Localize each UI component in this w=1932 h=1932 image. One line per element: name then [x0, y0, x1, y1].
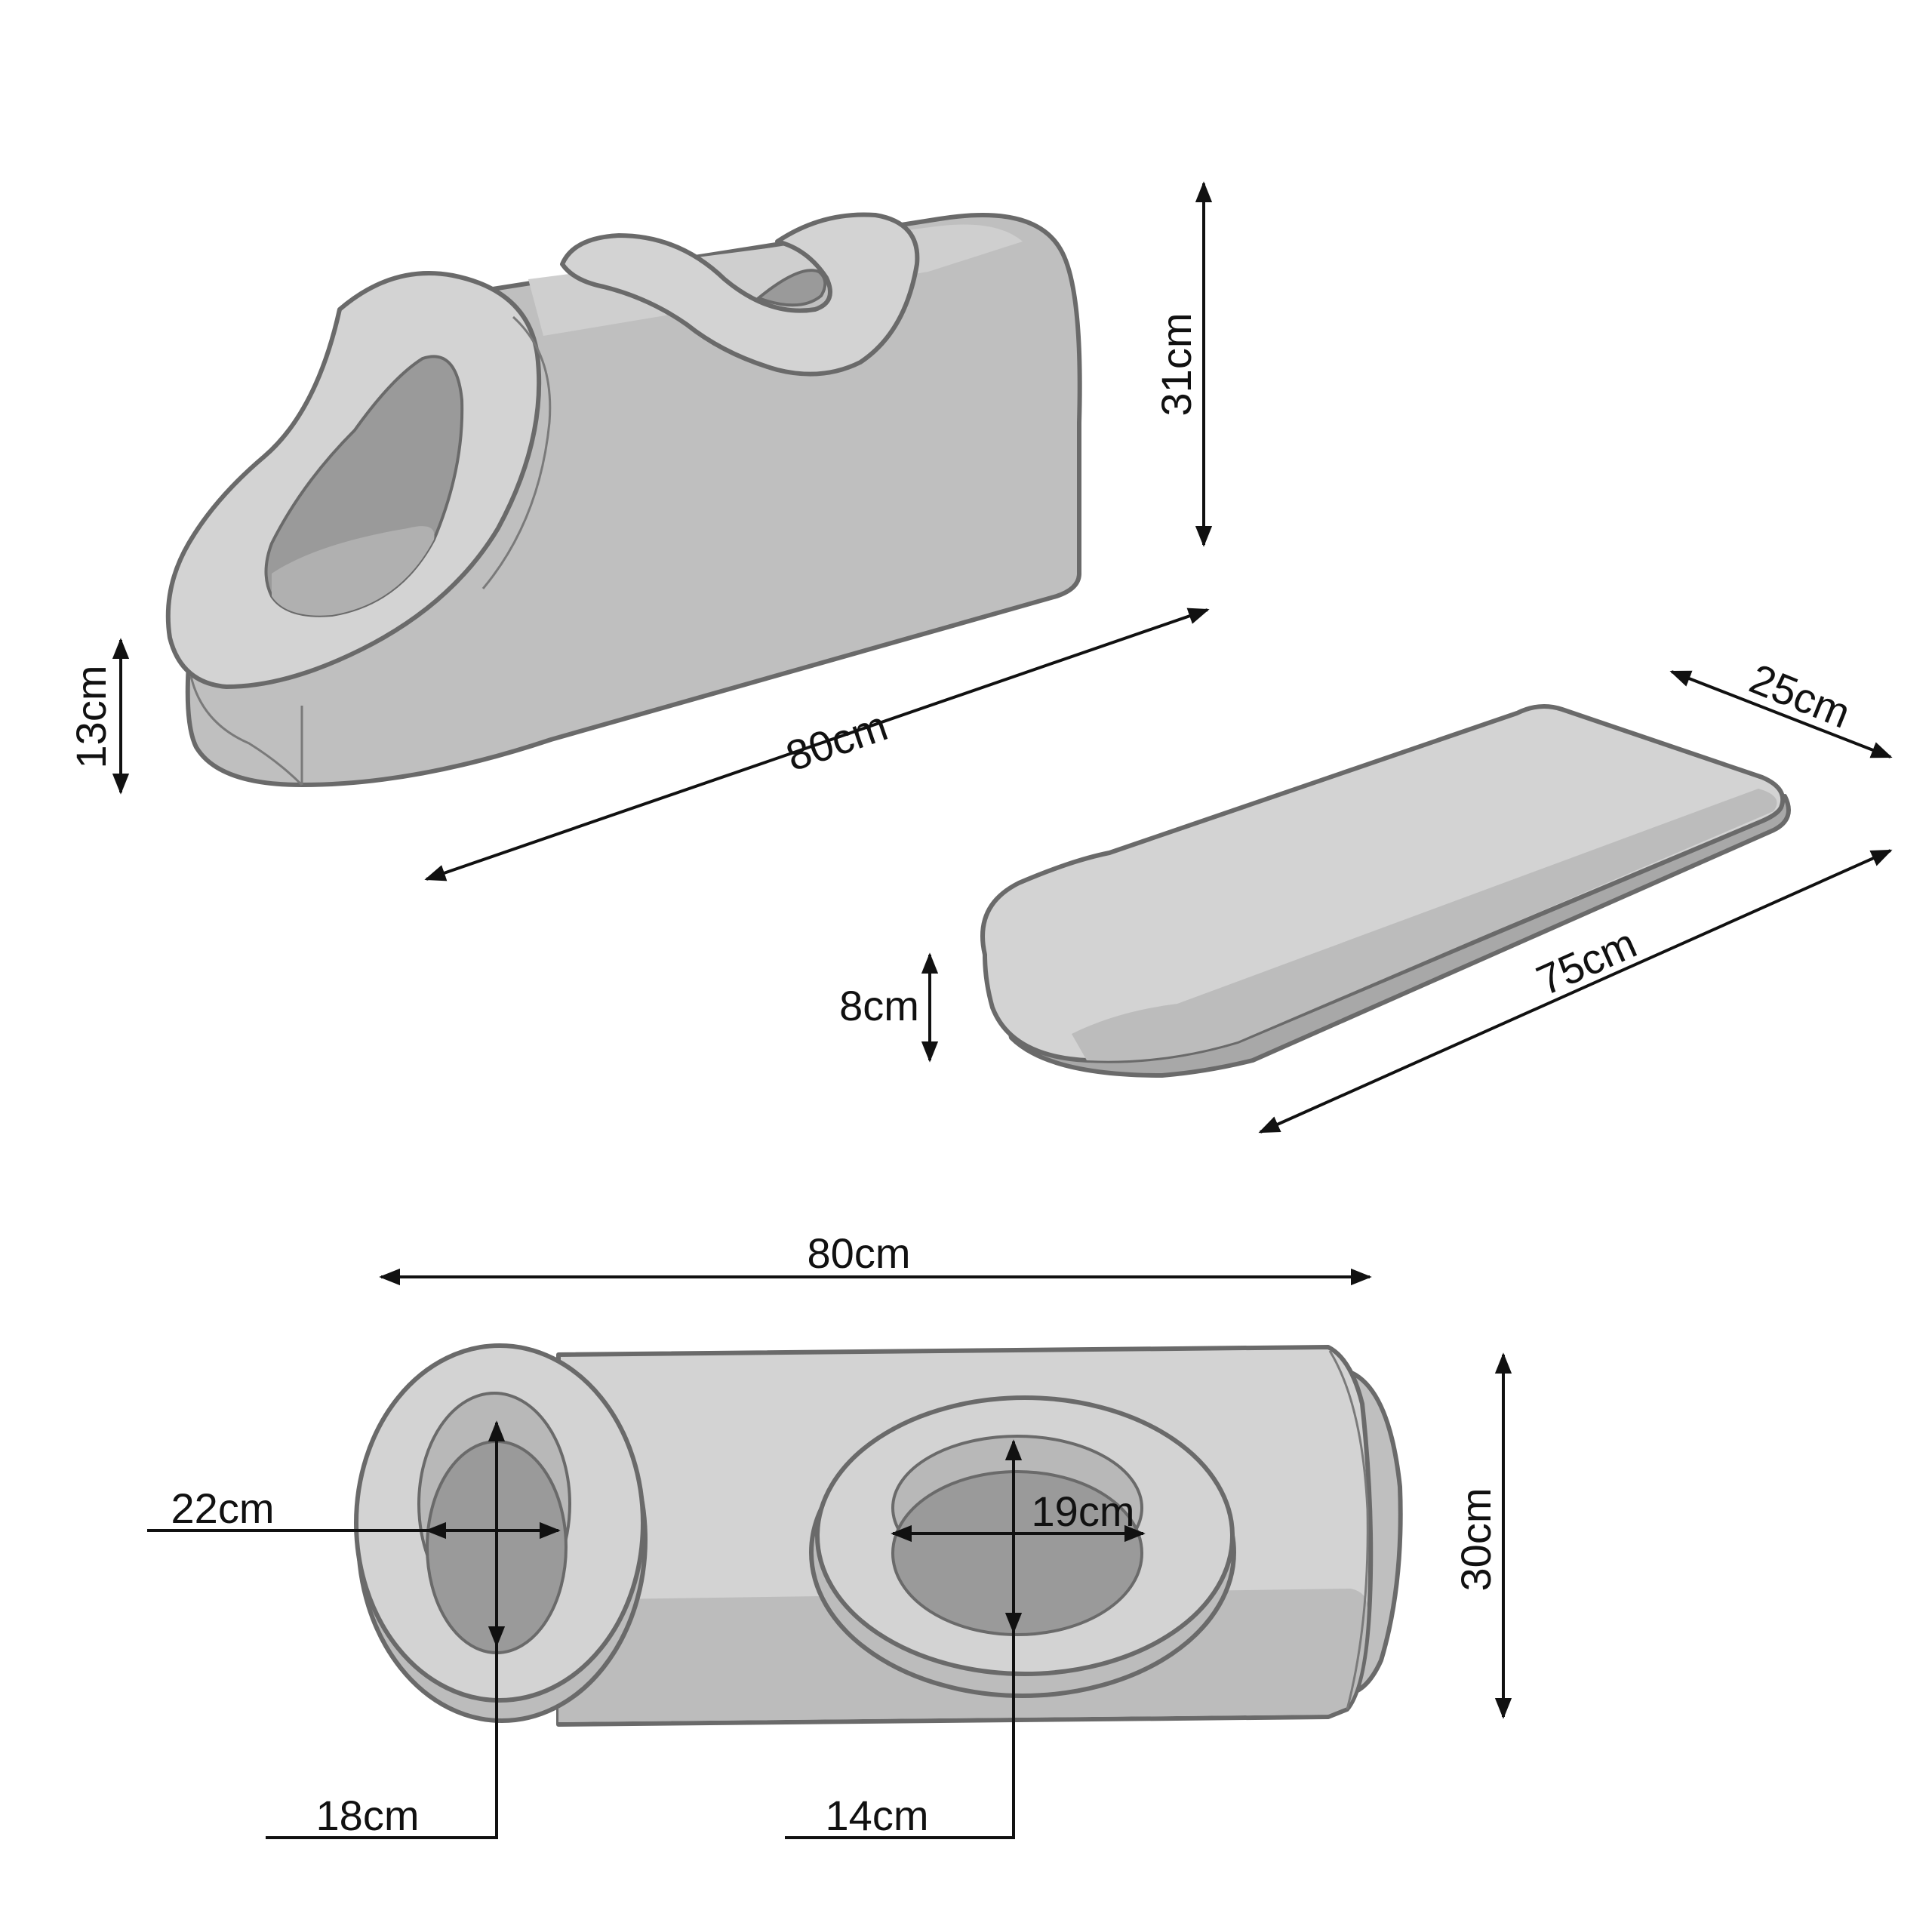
height-label-bottom: 30cm: [1452, 1488, 1500, 1592]
height-label-top: 31cm: [1152, 313, 1200, 417]
width-arrow-mattress: [1669, 670, 1893, 758]
length-arrow-top: [424, 608, 1210, 881]
bottom-view-dimensions: 80cm 30cm 22cm 18cm 19cm 14cm: [147, 1229, 1512, 1839]
right-hole-width-label: 19cm: [1032, 1487, 1135, 1535]
right-hole-height-leader: [785, 1632, 1015, 1839]
width-label-mattress: 25cm: [1743, 654, 1857, 737]
left-hole-width-label: 22cm: [171, 1484, 275, 1532]
right-hole-height-label: 14cm: [826, 1792, 929, 1839]
left-hole-height-leader: [266, 1645, 498, 1839]
left-hole-height-label: 18cm: [316, 1792, 420, 1839]
length-label-top: 80cm: [780, 701, 894, 780]
cat-tunnel-perspective: [165, 212, 1082, 787]
cat-tunnel-side: [354, 1343, 1403, 1727]
length-arrow-mattress: [1258, 849, 1893, 1134]
length-label-bottom: 80cm: [808, 1229, 911, 1277]
base-height-label-top: 13cm: [67, 666, 115, 769]
mattress: [980, 704, 1791, 1078]
thickness-label-mattress: 8cm: [839, 982, 919, 1029]
